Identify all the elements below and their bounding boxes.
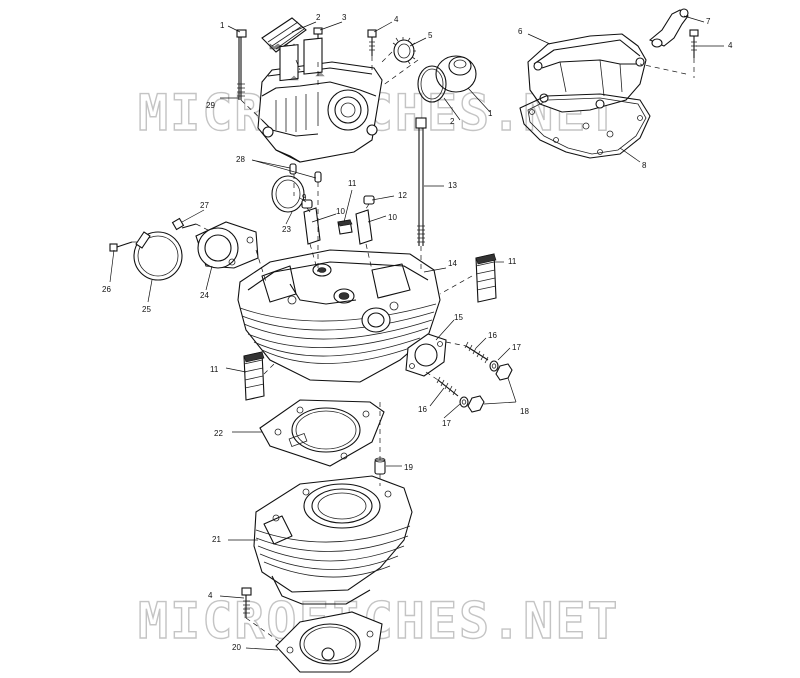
callout-4-lower: 4: [208, 591, 213, 600]
breather-elbow: [648, 8, 689, 48]
exhaust-gasket: [405, 333, 447, 377]
leader-lines: [109, 15, 724, 651]
exhaust-stud-lower: [436, 376, 459, 397]
callout-11-left: 11: [210, 365, 219, 374]
callout-17-upper: 17: [512, 343, 521, 352]
callout-26: 26: [102, 285, 111, 294]
callout-2-lower: 2: [450, 117, 455, 126]
callout-15: 15: [454, 313, 463, 322]
callout-7: 7: [706, 17, 711, 26]
cylinder-stud: [415, 117, 427, 246]
exhaust-stud-upper: [464, 341, 489, 364]
callout-5: 5: [428, 31, 433, 40]
hose-clamp: [133, 231, 183, 281]
callout-22: 22: [214, 429, 223, 438]
callout-20: 20: [232, 643, 241, 652]
callout-4-right: 4: [728, 41, 733, 50]
head-gasket: [259, 399, 385, 467]
callout-labels: 1 2 3 4 5 6 7 4 29 2 1 8 28 11 9 12 13 2…: [102, 13, 733, 652]
callout-9: 9: [302, 193, 307, 202]
intake-bolt: [171, 217, 197, 231]
callout-3: 3: [342, 13, 347, 22]
camshaft-housing: [257, 37, 383, 163]
callout-1: 1: [220, 21, 225, 30]
cap-o-ring: [417, 65, 447, 103]
callout-16-lower: 16: [418, 405, 427, 414]
cylinder-block: [253, 475, 413, 605]
bolt-4-lower: [241, 587, 252, 618]
plug-cap: [271, 175, 305, 213]
valve-cover: [527, 33, 647, 113]
long-stud-bolt: [236, 29, 247, 100]
cam-sprocket: [392, 37, 416, 65]
callout-18: 18: [520, 407, 529, 416]
bolt-4-right: [689, 29, 699, 58]
callout-16-upper: 16: [488, 331, 497, 340]
bolt-4-upper: [367, 29, 377, 56]
washer-upper: [489, 360, 499, 372]
callout-24: 24: [200, 291, 209, 300]
callout-11-right: 11: [508, 257, 517, 266]
callout-29: 29: [206, 101, 215, 110]
callout-1-lower: 1: [488, 109, 493, 118]
nut-lower: [467, 395, 485, 413]
clamp-screw: [109, 241, 133, 252]
callout-21: 21: [212, 535, 221, 544]
callout-10-left: 10: [336, 207, 345, 216]
shim-stack-right: [475, 253, 497, 303]
dowel-pins: [289, 163, 322, 183]
callout-12: 12: [398, 191, 407, 200]
assembly-lines: [132, 51, 695, 643]
base-gasket: [275, 611, 383, 673]
callout-17-lower: 17: [442, 419, 451, 428]
callout-6: 6: [518, 27, 523, 36]
callout-14: 14: [448, 259, 457, 268]
intake-boot: [195, 221, 259, 269]
washer-lower: [459, 396, 469, 408]
valve-cover-gasket: [519, 93, 651, 159]
callout-13: 13: [448, 181, 457, 190]
shim-stack-left: [243, 351, 265, 401]
cylinder-head: [237, 249, 441, 383]
callout-10-right: 10: [388, 213, 397, 222]
valve-guide-right: [355, 209, 373, 245]
callout-25: 25: [142, 305, 151, 314]
callout-11-upper: 11: [348, 179, 357, 188]
cylinder-dowel: [374, 457, 386, 475]
valve-guide-left: [303, 207, 321, 245]
callout-2: 2: [316, 13, 321, 22]
callout-28: 28: [236, 155, 245, 164]
cam-cap: [435, 55, 477, 93]
callout-19: 19: [404, 463, 413, 472]
callout-27: 27: [200, 201, 209, 210]
valve-shim: [337, 219, 353, 235]
callout-8: 8: [642, 161, 647, 170]
callout-23: 23: [282, 225, 291, 234]
callout-4: 4: [394, 15, 399, 24]
